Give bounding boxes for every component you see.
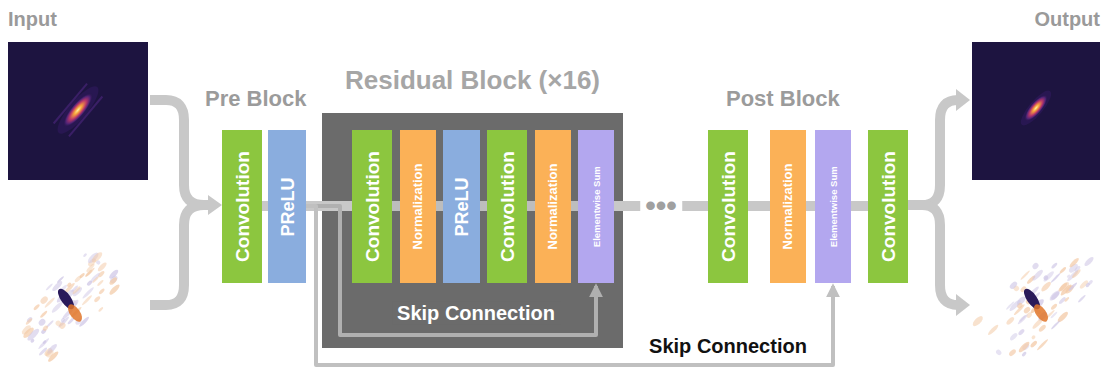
layer-box: PReLU	[443, 130, 480, 283]
layer-name: Convolution	[498, 151, 517, 262]
layer-box: Normalization	[535, 130, 571, 283]
layer-box: PReLU	[268, 130, 306, 283]
flow-line	[571, 201, 578, 211]
io-label: Input	[8, 8, 57, 31]
layer-name: Normalization	[547, 164, 560, 250]
input-heatmap	[8, 42, 148, 180]
layer-name: Normalization	[412, 164, 425, 250]
layer-name: Convolution	[233, 151, 252, 262]
layer-name: Convolution	[879, 151, 898, 262]
skip-label: Skip Connection	[392, 302, 560, 325]
arrow-head	[208, 195, 222, 215]
input-merge-arrow	[150, 100, 212, 305]
layer-name: Convolution	[719, 151, 738, 262]
flow-line	[527, 201, 535, 211]
ellipsis: •••	[640, 189, 682, 224]
block-heading: Residual Block (×16)	[302, 65, 643, 96]
flow-line	[436, 201, 443, 211]
arrow-head	[956, 89, 970, 111]
residual-panel	[322, 113, 623, 348]
output-phase-map	[971, 256, 1095, 358]
flow-line	[806, 201, 815, 211]
output-heatmap	[972, 42, 1100, 180]
layer-box: Convolution	[868, 130, 908, 283]
flow-line	[480, 201, 487, 211]
flow-line	[851, 201, 868, 211]
layer-box: Normalization	[770, 130, 806, 283]
output-split-arrow	[908, 100, 960, 305]
flow-line	[392, 201, 400, 211]
layer-name: Normalization	[782, 164, 795, 250]
layer-box: Convolution	[222, 130, 262, 283]
layer-box: Elementwise Sum	[815, 130, 851, 283]
layer-box: Convolution	[708, 130, 748, 283]
block-label: Pre Block	[205, 86, 307, 112]
input-phase-map	[20, 251, 121, 364]
layer-name: Elementwise Sum	[828, 166, 838, 247]
layer-name: Convolution	[363, 151, 382, 262]
skip-label: Skip Connection	[644, 335, 812, 358]
block-label: Post Block	[726, 86, 840, 112]
layer-name: PReLU	[453, 177, 471, 236]
layer-box: Elementwise Sum	[578, 130, 614, 283]
layer-box: Convolution	[352, 130, 392, 283]
layer-name: PReLU	[278, 177, 296, 236]
arrow-head	[956, 294, 970, 316]
flow-line	[748, 201, 770, 211]
layer-box: Normalization	[400, 130, 436, 283]
layer-name: Elementwise Sum	[591, 166, 601, 247]
layer-box: Convolution	[487, 130, 527, 283]
io-label: Output	[1034, 8, 1100, 31]
